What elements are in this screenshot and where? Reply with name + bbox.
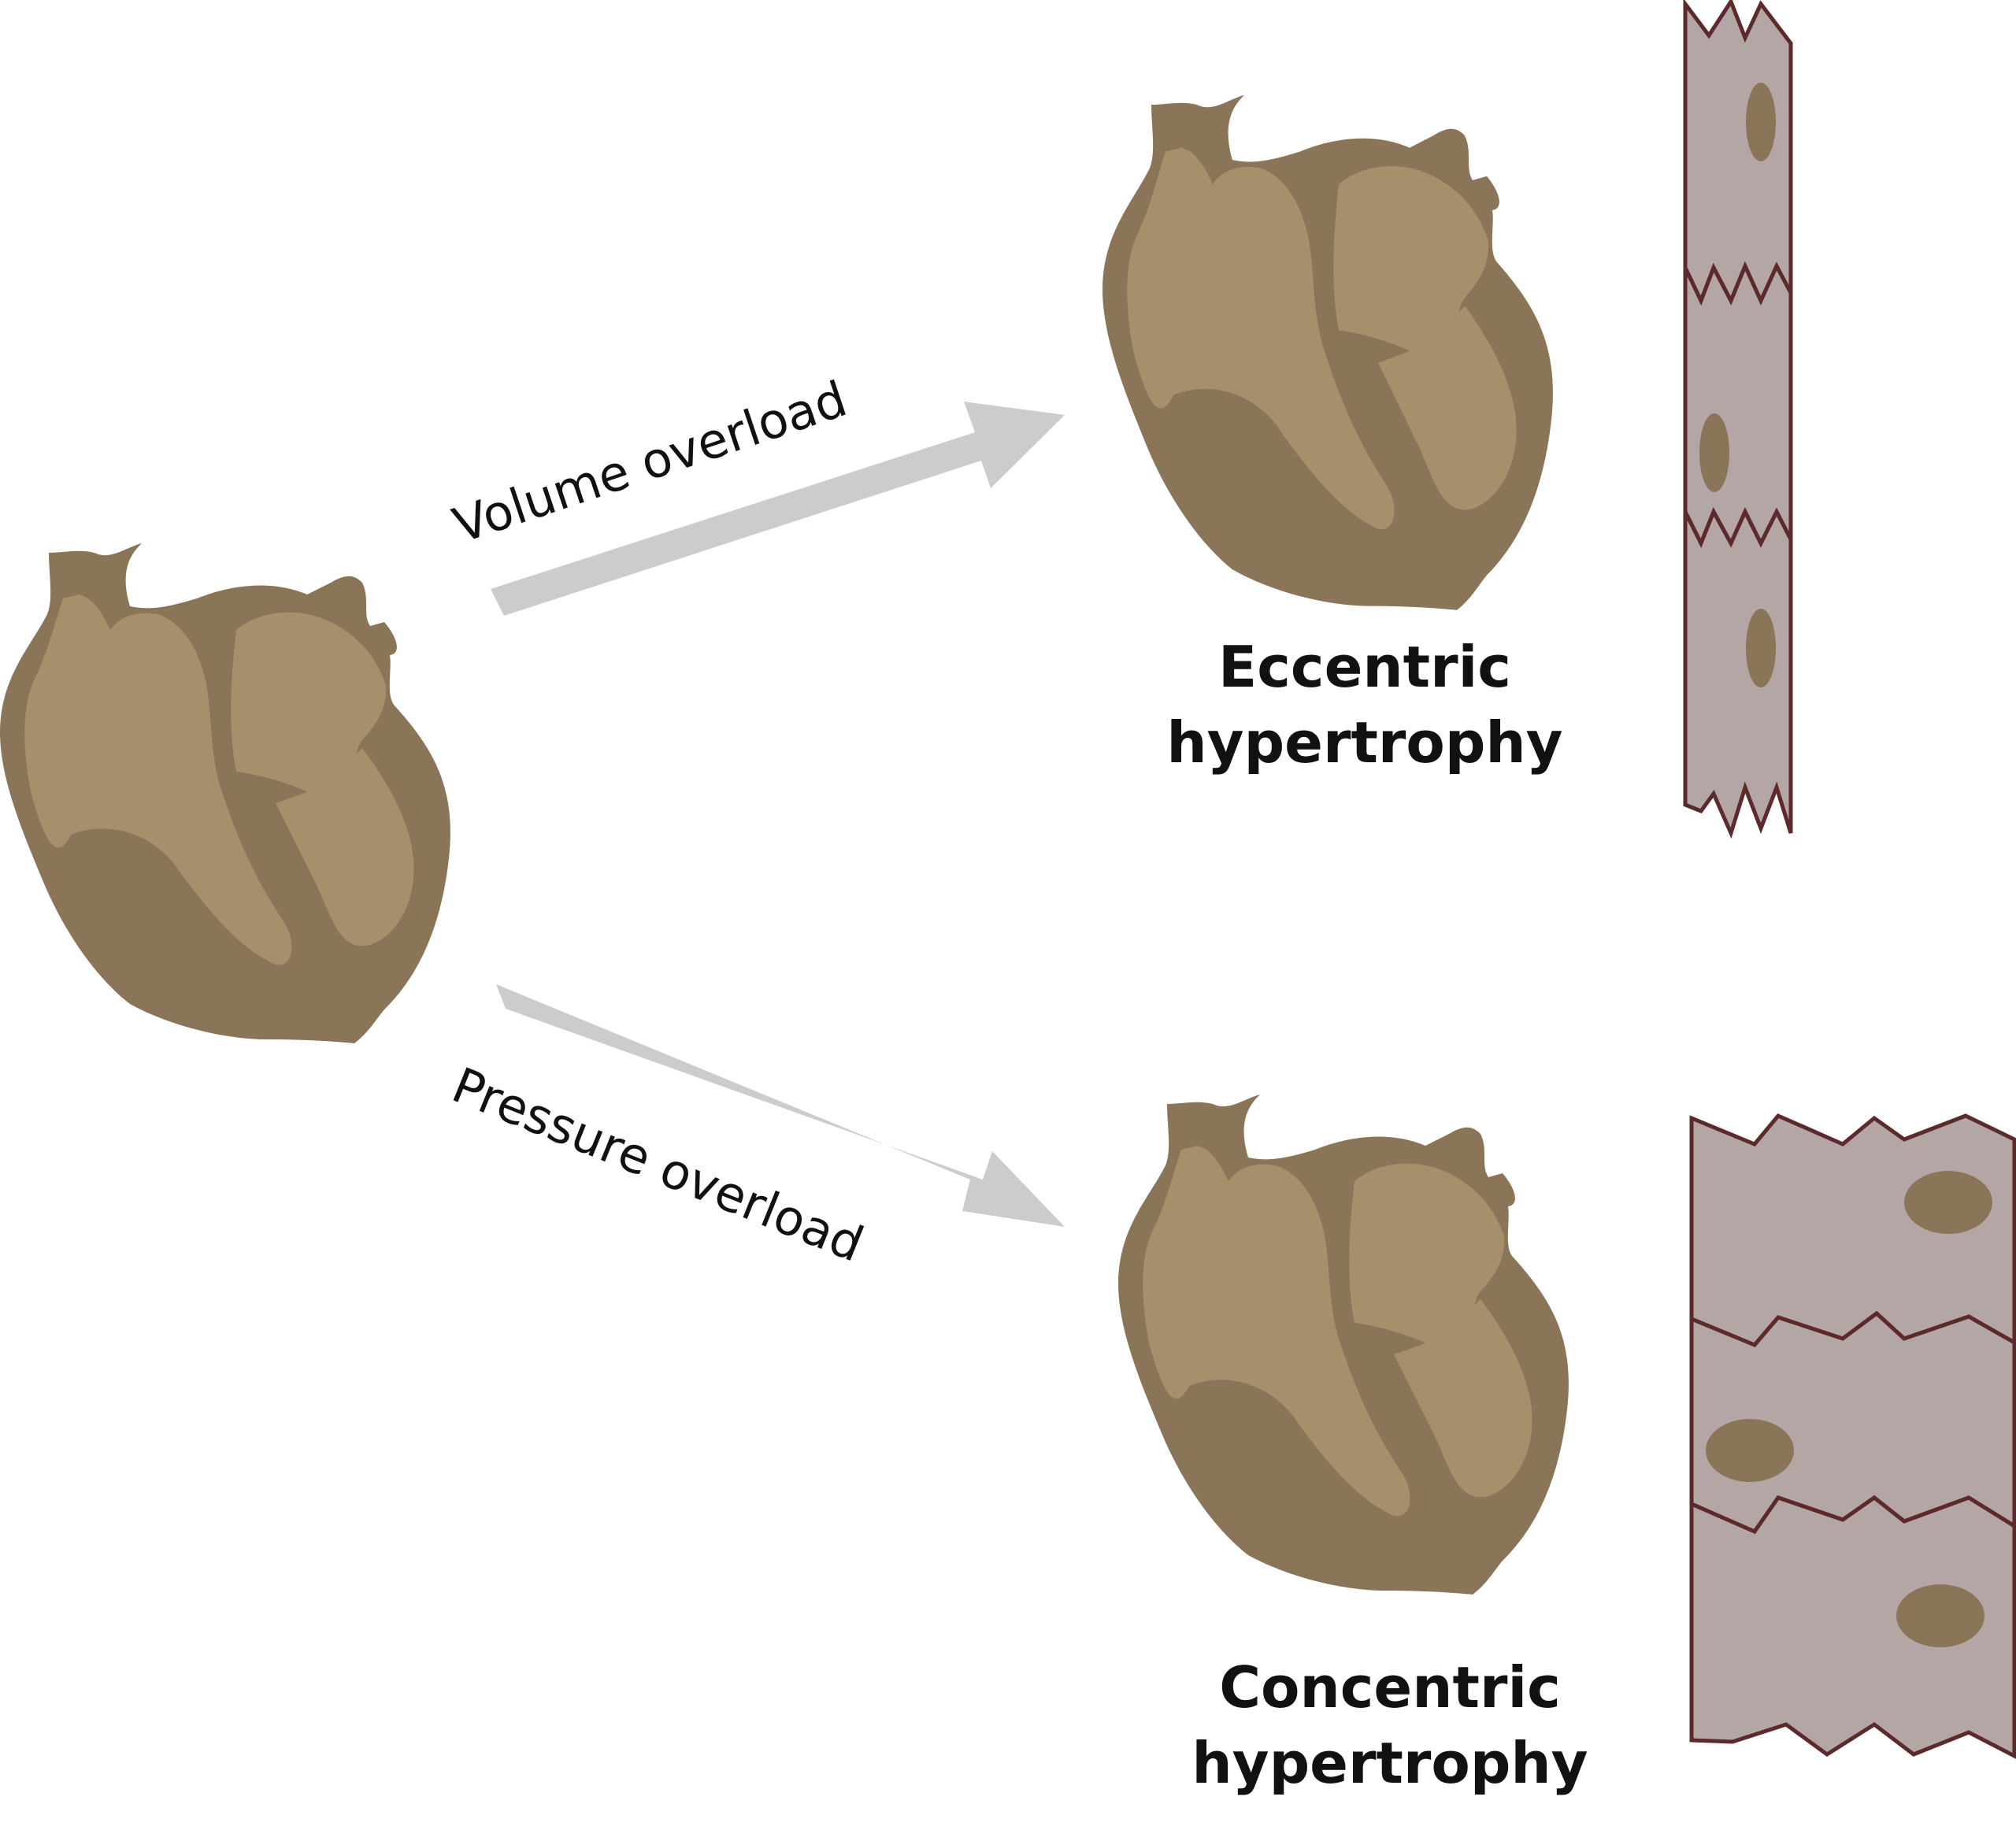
pressure-overload-label: Pressure overload: [444, 1056, 871, 1273]
heart-normal: [0, 543, 450, 1043]
eccentric-title-line1: Eccentric: [1218, 634, 1511, 700]
eccentric-cell-1: [1683, 0, 1793, 306]
concentric-title-line1: Concentric: [1219, 1654, 1561, 1721]
eccentric-cell-3: [1683, 507, 1793, 839]
concentric-cell-column: [1689, 1113, 2016, 1759]
eccentric-cell-column: [1683, 0, 1793, 839]
eccentric-title-line2: hypertrophy: [1166, 709, 1562, 776]
volume-overload-label: Volume overload: [447, 370, 854, 555]
concentric-nucleus-1: [1904, 1171, 1992, 1234]
eccentric-nucleus-1: [1746, 83, 1776, 161]
concentric-nucleus-2: [1706, 1419, 1794, 1482]
heart-eccentric: [1102, 94, 1553, 610]
pressure-overload-arrow: Pressure overload: [444, 984, 1065, 1273]
eccentric-cell-2: [1683, 261, 1793, 549]
concentric-nucleus-3: [1896, 1584, 1984, 1647]
volume-overload-arrow: Volume overload: [447, 370, 1065, 616]
concentric-cell-3: [1689, 1495, 2016, 1759]
concentric-title-line2: hypertrophy: [1191, 1730, 1588, 1796]
eccentric-nucleus-2: [1699, 413, 1729, 492]
eccentric-nucleus-3: [1746, 609, 1776, 687]
heart-concentric: [1118, 1095, 1569, 1595]
